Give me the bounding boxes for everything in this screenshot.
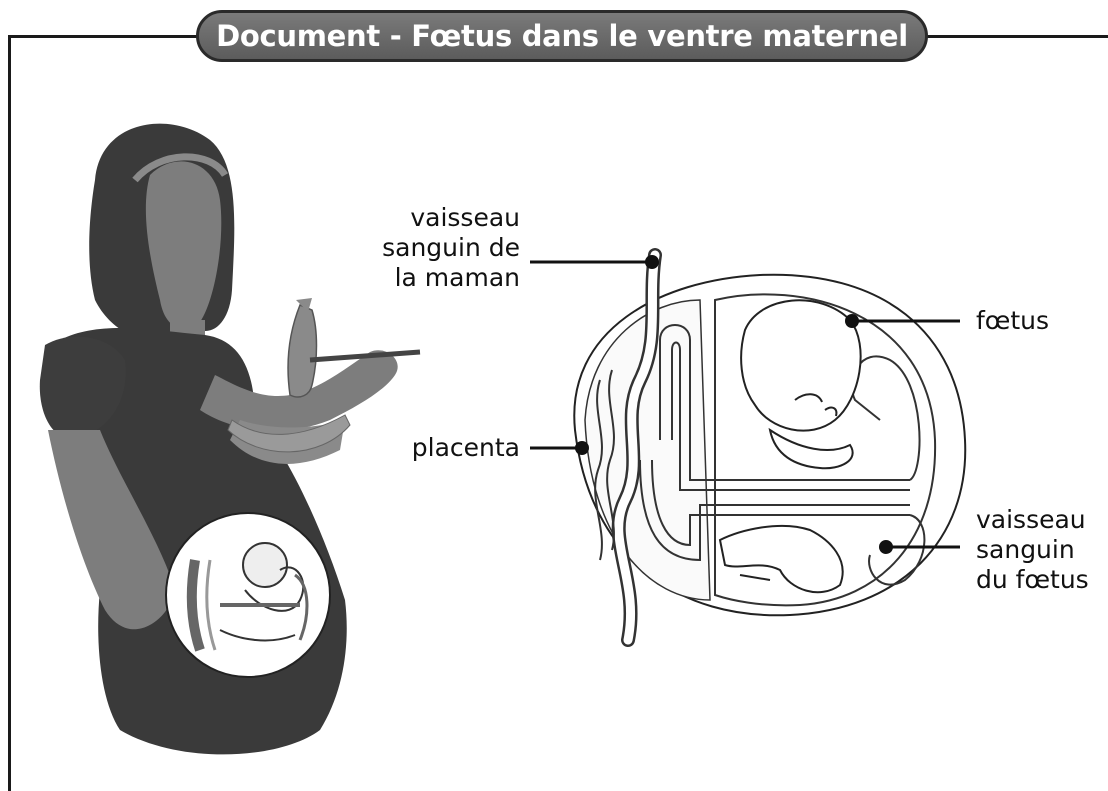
label-line: du fœtus bbox=[976, 565, 1089, 595]
uterus-detail-illustration bbox=[574, 255, 965, 640]
label-line: sanguin de bbox=[330, 233, 520, 263]
label-line: la maman bbox=[330, 263, 520, 293]
pointer-placenta bbox=[530, 441, 589, 455]
label-line: vaisseau bbox=[976, 505, 1089, 535]
label-fetal-vessel: vaisseau sanguin du fœtus bbox=[976, 505, 1089, 595]
label-placenta: placenta bbox=[360, 433, 520, 463]
label-line: vaisseau bbox=[330, 203, 520, 233]
label-maternal-vessel: vaisseau sanguin de la maman bbox=[330, 203, 520, 293]
label-line: sanguin bbox=[976, 535, 1089, 565]
pointer-maternal-vessel bbox=[530, 255, 659, 269]
label-fetus: fœtus bbox=[976, 306, 1049, 336]
